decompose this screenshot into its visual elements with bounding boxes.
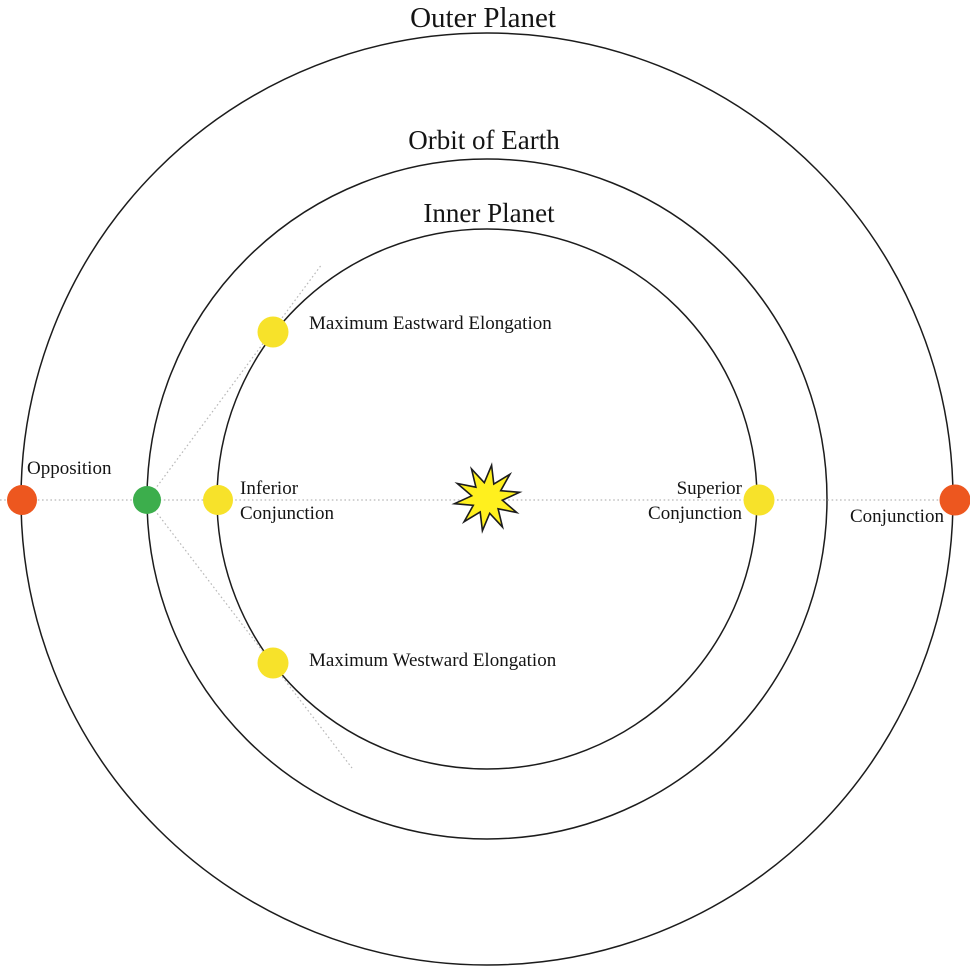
superior-conjunction-label-line2: Conjunction xyxy=(648,503,742,524)
eastward-tangent-dotted-line xyxy=(146,263,323,501)
conjunction-label: Conjunction xyxy=(850,506,944,527)
conjunction-dot xyxy=(939,484,970,516)
inner-planet-orbit-label: Inner Planet xyxy=(423,198,555,228)
opposition-dot xyxy=(7,485,37,515)
earth-orbit-label: Orbit of Earth xyxy=(408,125,560,155)
superior-conjunction-label-line1: Superior xyxy=(676,478,742,499)
inferior-conjunction-label-line2: Conjunction xyxy=(240,503,334,524)
max-eastward-elongation-label: Maximum Eastward Elongation xyxy=(309,313,552,334)
max-westward-elongation-label: Maximum Westward Elongation xyxy=(309,650,557,671)
inferior-conjunction-label: Inferior Conjunction xyxy=(240,476,334,526)
outer-planet-orbit-label: Outer Planet xyxy=(410,2,556,34)
inferior-conjunction-label-line1: Inferior xyxy=(240,478,299,499)
sun-outline xyxy=(451,462,523,534)
max-westward-elongation-dot xyxy=(257,647,289,679)
inferior-conjunction-dot xyxy=(203,485,233,515)
superior-conjunction-label: Superior Conjunction xyxy=(648,476,742,526)
earth-dot xyxy=(133,486,161,514)
superior-conjunction-dot xyxy=(743,484,775,516)
max-eastward-elongation-dot xyxy=(257,316,289,348)
westward-tangent-dotted-line xyxy=(146,499,353,769)
sun-icon xyxy=(454,465,520,531)
opposition-label: Opposition xyxy=(27,458,112,479)
